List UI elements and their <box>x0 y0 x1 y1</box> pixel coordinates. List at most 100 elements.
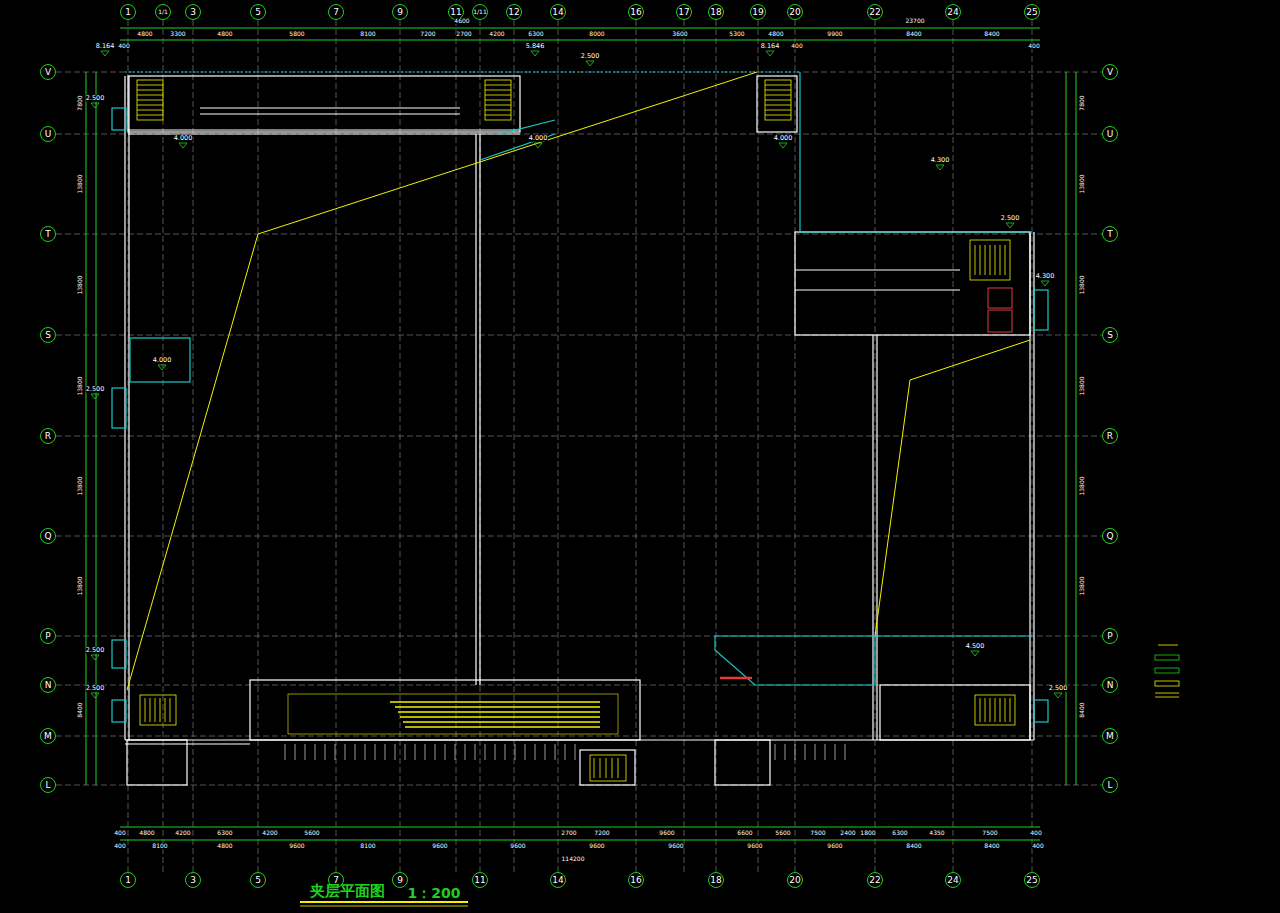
label-marks <box>41 5 1118 888</box>
axis-number: T <box>1107 230 1113 239</box>
axis-bubble <box>1025 873 1040 888</box>
elevation-mark: 4.300 <box>1036 273 1055 280</box>
dimension-text: 9600 <box>589 843 604 849</box>
axis-bubble <box>1103 429 1118 444</box>
axis-bubble <box>41 328 56 343</box>
stairs <box>137 80 1015 781</box>
axis-number: 9 <box>397 876 403 885</box>
dimension-text: 4200 <box>175 830 190 836</box>
dimension-text: 8400 <box>906 843 921 849</box>
axis-number: P <box>1107 632 1112 641</box>
axis-number: 9 <box>397 8 403 17</box>
axis-number: V <box>1107 68 1113 77</box>
axis-number: R <box>45 432 51 441</box>
dimension-text: 2400 <box>840 830 855 836</box>
section-lines <box>127 72 1030 690</box>
grid-line <box>56 436 1102 437</box>
axis-number: Q <box>1106 532 1113 541</box>
axis-bubble <box>41 127 56 142</box>
axis-number: 12 <box>508 8 519 17</box>
dimension-text: 9600 <box>510 843 525 849</box>
axis-number: N <box>1107 681 1114 690</box>
elevation-mark: 8.164 <box>761 43 780 50</box>
axis-bubble <box>473 873 488 888</box>
axis-number: U <box>45 130 52 139</box>
axis-bubble <box>1103 629 1118 644</box>
dimension-text: 4800 <box>217 843 232 849</box>
axis-bubble <box>41 629 56 644</box>
dimension-text: 400 <box>1028 43 1039 49</box>
axis-number: 7 <box>333 8 339 17</box>
elevation-mark: 4.500 <box>966 643 985 650</box>
dimension-text: 400 <box>1030 830 1041 836</box>
legend-symbols <box>1155 645 1179 697</box>
dimension-text: 8000 <box>589 31 604 37</box>
dimension-text: 8100 <box>360 31 375 37</box>
dimension-text: 7500 <box>810 830 825 836</box>
dimension-text: 9600 <box>659 830 674 836</box>
escalators <box>285 694 845 760</box>
axis-number: 16 <box>630 876 641 885</box>
axis-grid <box>56 20 1102 872</box>
elevation-mark: 5.846 <box>526 43 545 50</box>
dimension-text: 9600 <box>747 843 762 849</box>
axis-bubble <box>751 5 766 20</box>
elevation-triangle <box>101 51 109 56</box>
elevation-mark: 2.500 <box>581 53 600 60</box>
dimension-text: 5600 <box>304 830 319 836</box>
dimension-text: 1800 <box>860 830 875 836</box>
axis-bubble <box>551 5 566 20</box>
axis-number: P <box>45 632 50 641</box>
axis-bubble <box>251 873 266 888</box>
grid-line <box>400 20 401 872</box>
elevation-triangle <box>91 655 99 660</box>
grid-line <box>875 20 876 872</box>
axis-number: 14 <box>552 876 563 885</box>
elevation-mark: 4.000 <box>174 135 193 142</box>
axis-bubble <box>507 5 522 20</box>
elevation-triangle <box>766 51 774 56</box>
dimension-text: 114200 <box>562 856 585 862</box>
elevation-mark: 4.300 <box>931 157 950 164</box>
dimension-text: 400 <box>114 843 125 849</box>
axis-number: T <box>45 230 51 239</box>
dimension-text: 4350 <box>929 830 944 836</box>
cyan-outlines <box>112 72 1048 722</box>
dimension-text: 9600 <box>827 843 842 849</box>
dimension-text: 4800 <box>217 31 232 37</box>
axis-bubble <box>1025 5 1040 20</box>
axis-bubble <box>629 5 644 20</box>
axis-number: S <box>1107 331 1113 340</box>
axis-bubble <box>186 5 201 20</box>
axis-bubble <box>946 5 961 20</box>
axis-bubble <box>629 873 644 888</box>
grid-line <box>758 20 759 872</box>
dimension-text: 23700 <box>905 18 924 24</box>
axis-bubble <box>121 873 136 888</box>
dimension-text: 13800 <box>77 376 83 395</box>
elevation-mark: 2.500 <box>86 685 105 692</box>
axis-number: 18 <box>710 876 721 885</box>
elevation-triangle <box>158 365 166 370</box>
elevation-triangle <box>91 103 99 108</box>
axis-number: S <box>45 331 51 340</box>
axis-bubble <box>946 873 961 888</box>
dimension-text: 13800 <box>1079 576 1085 595</box>
axis-number: M <box>1106 732 1114 741</box>
axis-number: Q <box>44 532 51 541</box>
dimension-text: 400 <box>118 43 129 49</box>
grid-line <box>1032 20 1033 872</box>
axis-number: 22 <box>869 876 880 885</box>
axis-number: 22 <box>869 8 880 17</box>
axis-number: L <box>1107 781 1112 790</box>
dimension-text: 8400 <box>77 702 83 717</box>
axis-number: 18 <box>710 8 721 17</box>
axis-number: 1/11 <box>473 9 486 15</box>
axis-number: 3 <box>190 876 196 885</box>
elevation-triangle <box>779 143 787 148</box>
elevation-triangle <box>1054 693 1062 698</box>
elevation-mark: 2.500 <box>1001 215 1020 222</box>
axis-bubble <box>1103 127 1118 142</box>
axis-bubble <box>1103 328 1118 343</box>
dimension-text: 2700 <box>456 31 471 37</box>
